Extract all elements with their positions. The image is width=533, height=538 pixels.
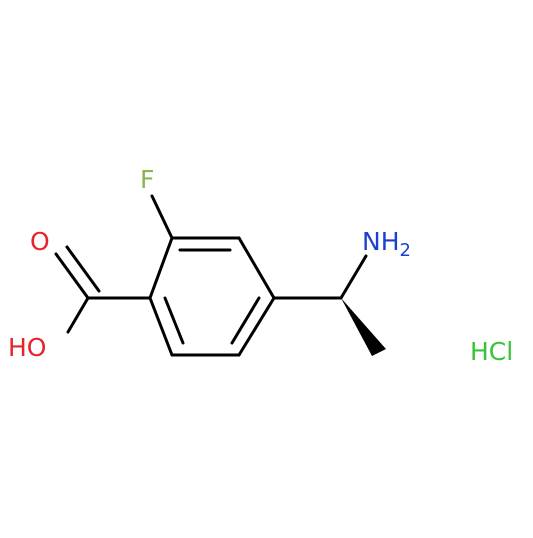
bond-chiral-n [339, 254, 368, 300]
atom-hydroxyl-label: HO [8, 333, 46, 362]
atom-n-subscript: 2 [400, 240, 411, 261]
ring-inner-double-right [230, 296, 261, 345]
atom-f-label: F [140, 165, 154, 194]
ring-bond-c4-c5 [237, 296, 276, 357]
ring-bond-c6-c1 [148, 296, 174, 357]
bonds [54, 194, 368, 357]
salt-label: HCl [470, 337, 513, 366]
atom-o-carbonyl-label: O [30, 227, 50, 256]
bond-c2-f [150, 194, 174, 240]
ring-bond-c3-c4 [237, 236, 276, 300]
bond-carbonyl-b [65, 245, 101, 293]
bond-c-oh [66, 296, 90, 334]
ring-bond-c1-c2 [148, 236, 174, 300]
wedge-bond-methyl [341, 298, 386, 356]
bond-carbonyl-a [54, 252, 90, 300]
ring-inner-double-left [163, 296, 185, 345]
atom-n-text: NH [362, 227, 400, 256]
atom-nh2-label: NH2 [362, 227, 411, 261]
